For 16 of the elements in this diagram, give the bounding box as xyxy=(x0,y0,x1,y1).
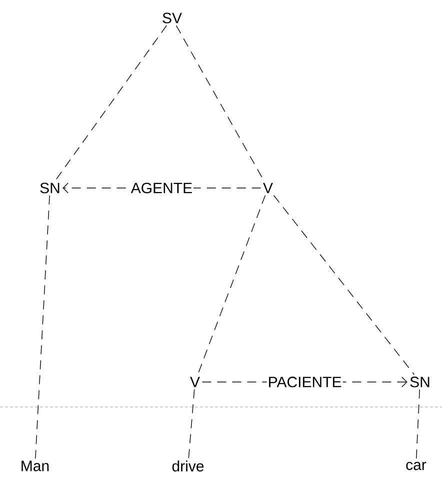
tree-label: V xyxy=(190,376,200,388)
tree-label: SV xyxy=(162,12,182,24)
tree-label: Man xyxy=(22,460,49,472)
edge-label: AGENTE xyxy=(130,182,194,194)
tree-branch xyxy=(35,195,50,459)
tree-branch xyxy=(55,25,167,181)
tree-label: SN xyxy=(410,376,430,388)
tree-branch xyxy=(197,195,266,375)
tree-label: SN xyxy=(40,182,60,194)
tree-label: drive xyxy=(172,460,204,472)
tree-branch xyxy=(188,389,195,459)
tree-label: car xyxy=(406,462,426,470)
tree-branch xyxy=(416,389,420,460)
edge-label: PACIENTE xyxy=(266,376,343,388)
tree-label: V xyxy=(263,182,273,194)
tree-branch xyxy=(273,195,414,375)
